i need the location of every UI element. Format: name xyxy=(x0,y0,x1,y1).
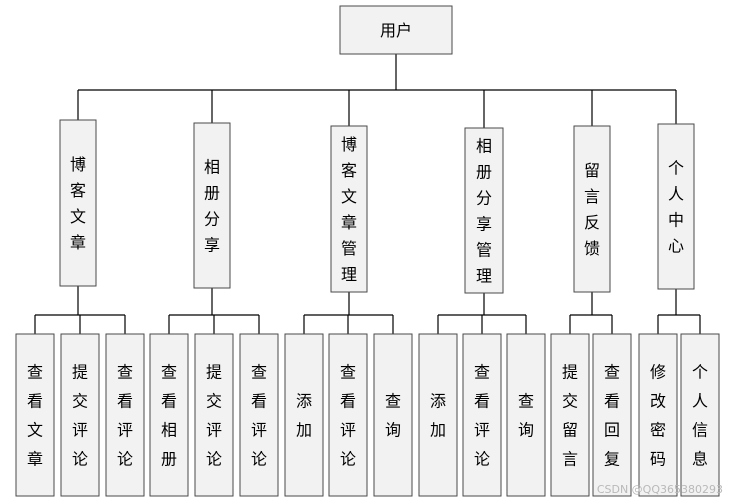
leaf-node: 查看文章 xyxy=(15,333,55,497)
leaf-node-label: 查询 xyxy=(518,391,534,439)
leaf-node-label: 查看回复 xyxy=(604,362,620,468)
leaf-node: 修改密码 xyxy=(638,333,678,497)
module-node-label: 博客文章管理 xyxy=(341,135,357,284)
leaf-node: 查看回复 xyxy=(592,333,632,497)
leaf-node-label: 修改密码 xyxy=(650,362,666,468)
leaf-node: 查看评论 xyxy=(105,333,145,497)
module-node-label: 相册分享管理 xyxy=(476,136,492,285)
leaf-node-label: 提交评论 xyxy=(72,362,88,468)
module-node-label: 个人中心 xyxy=(668,158,684,255)
leaf-node-label: 查看评论 xyxy=(251,362,267,468)
leaf-node-label: 添加 xyxy=(430,391,446,439)
module-node: 个人中心 xyxy=(657,123,695,290)
module-node: 博客文章管理 xyxy=(330,125,368,293)
root-node-label: 用户 xyxy=(380,21,412,40)
leaf-node: 提交评论 xyxy=(60,333,100,497)
leaf-node: 提交评论 xyxy=(194,333,234,497)
leaf-node-label: 查看相册 xyxy=(161,362,177,468)
watermark: CSDN @QQ365380293 xyxy=(596,483,723,496)
module-node-label: 博客文章 xyxy=(70,155,86,252)
leaf-node-label: 查看评论 xyxy=(340,362,356,468)
leaf-node: 查看相册 xyxy=(149,333,189,497)
leaf-node: 添加 xyxy=(418,333,458,497)
connector-lines xyxy=(34,54,701,334)
module-node: 相册分享管理 xyxy=(464,127,504,294)
leaf-node-label: 查看评论 xyxy=(117,362,133,468)
leaf-node-label: 查看评论 xyxy=(474,362,490,468)
leaf-node: 添加 xyxy=(284,333,324,497)
module-node: 相册分享 xyxy=(193,122,231,289)
leaf-node-label: 提交留言 xyxy=(562,362,578,468)
leaf-node: 查看评论 xyxy=(462,333,502,497)
module-node-label: 留言反馈 xyxy=(584,161,600,258)
module-node-label: 相册分享 xyxy=(204,157,220,254)
leaf-node: 提交留言 xyxy=(550,333,590,497)
leaf-node: 查询 xyxy=(506,333,546,497)
leaf-node-label: 提交评论 xyxy=(206,362,222,468)
leaf-node-label: 添加 xyxy=(296,391,312,439)
root-node: 用户 xyxy=(339,5,453,55)
leaf-node-label: 查询 xyxy=(385,391,401,439)
module-node: 博客文章 xyxy=(59,119,97,287)
leaf-node-label: 个人信息 xyxy=(692,362,708,468)
leaf-node: 个人信息 xyxy=(680,333,720,497)
leaf-node: 查看评论 xyxy=(328,333,368,497)
leaf-node: 查看评论 xyxy=(239,333,279,497)
module-node: 留言反馈 xyxy=(573,125,611,293)
leaf-node-label: 查看文章 xyxy=(27,362,43,468)
leaf-node: 查询 xyxy=(373,333,413,497)
